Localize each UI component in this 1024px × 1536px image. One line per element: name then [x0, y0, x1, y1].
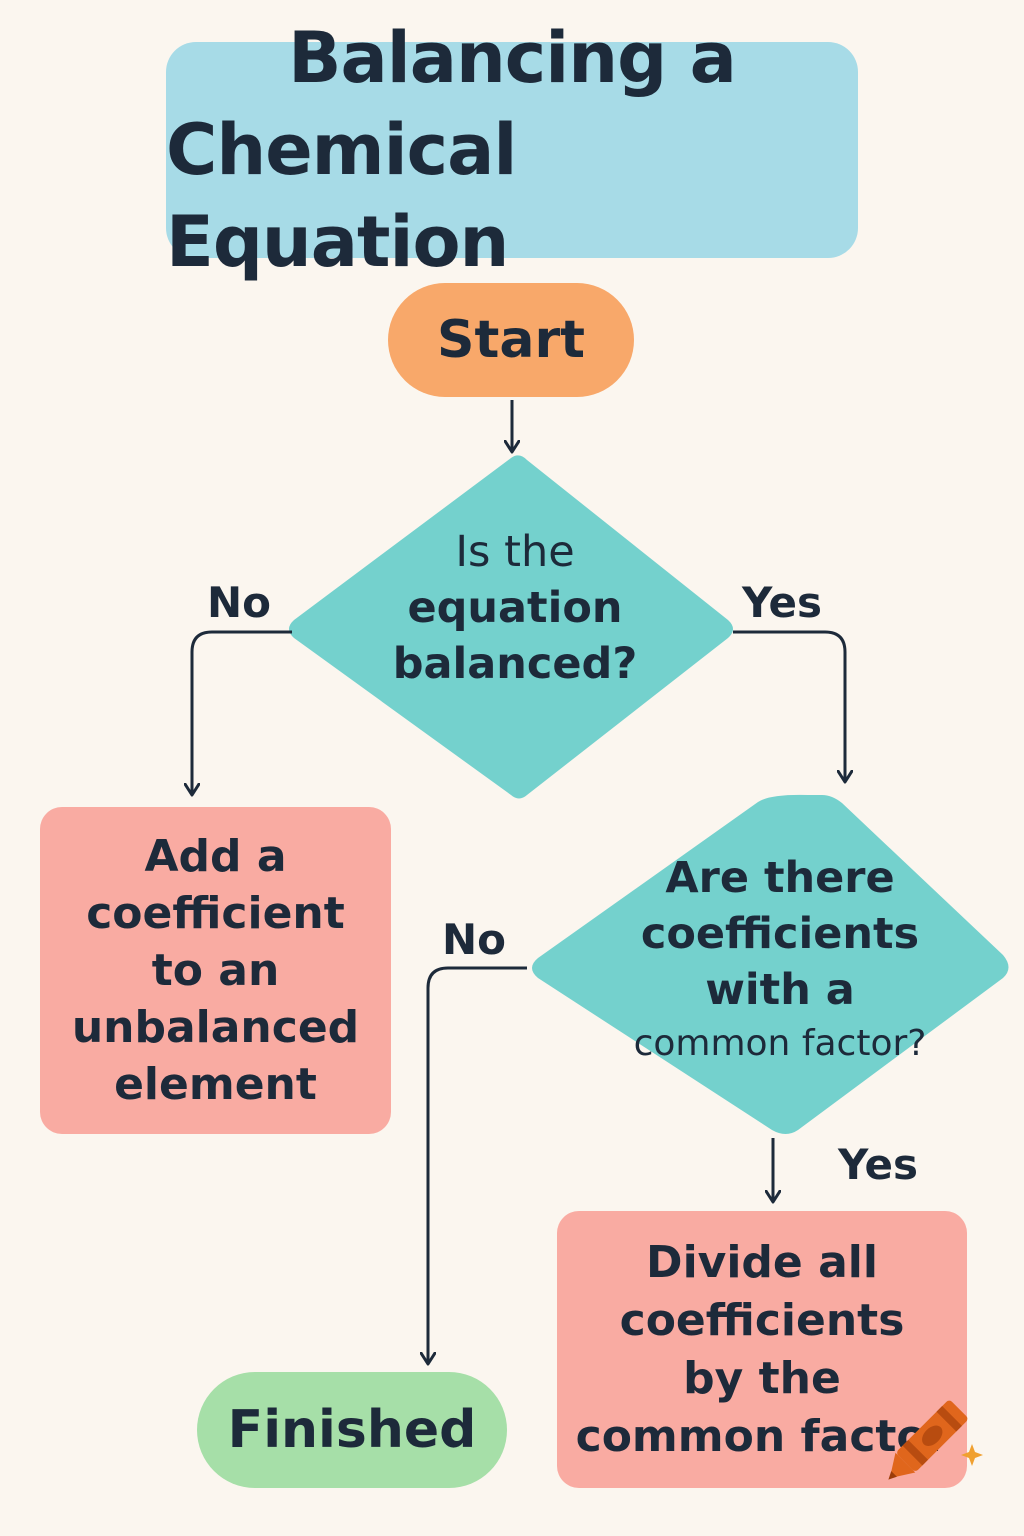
arrow-no-to-finished: [428, 966, 527, 1364]
decision-balanced-line-1: Is the: [455, 527, 575, 577]
decision-common-factor-line-2: coefficients: [640, 909, 920, 959]
divide-line-3: by the: [683, 1352, 841, 1404]
divide-line-1: Divide all: [646, 1236, 878, 1288]
decision-diamond-common-factor: [532, 794, 1009, 1134]
add-coefficient-step: Add a coefficient to an unbalanced eleme…: [40, 807, 391, 1134]
decision-diamond-balanced: [289, 455, 733, 799]
decision-common-factor-text: Are there coefficients with a common fac…: [600, 850, 960, 1070]
decision-common-factor-line-1: Are there: [665, 853, 895, 903]
decision-common-factor-line-3: with a: [705, 965, 855, 1015]
decision-balanced-text: Is the equation balanced?: [355, 524, 675, 692]
decision-common-factor-no-label: No: [442, 915, 507, 964]
divide-coefficients-step: Divide all coefficients by the common fa…: [557, 1211, 967, 1488]
divide-line-2: coefficients: [619, 1294, 905, 1346]
add-coefficient-line-5: element: [114, 1059, 317, 1110]
crayon-icon: [888, 1400, 983, 1480]
add-coefficient-line-2: coefficient: [86, 888, 345, 939]
title-line-2: Chemical Equation: [166, 109, 517, 283]
add-coefficient-line-1: Add a: [144, 831, 287, 882]
title-banner: Balancing a Chemical Equation: [166, 17, 858, 283]
add-coefficient-line-3: to an: [151, 945, 280, 996]
arrow-yes-to-common-factor: [733, 630, 845, 782]
decision-common-factor-line-4: common factor?: [633, 1023, 927, 1064]
decision-balanced-line-2: equation: [407, 583, 623, 633]
decision-common-factor-yes-label: Yes: [838, 1140, 919, 1189]
finished-node: Finished: [197, 1372, 507, 1488]
arrow-no-to-add-coefficient: [192, 630, 292, 795]
title-line-1: Balancing a: [288, 17, 737, 99]
decision-balanced-line-3: balanced?: [392, 639, 638, 689]
decision-balanced-no-label: No: [207, 578, 272, 627]
decision-balanced-yes-label: Yes: [742, 578, 823, 627]
divide-line-4: common factor: [575, 1410, 949, 1462]
add-coefficient-line-4: unbalanced: [71, 1002, 360, 1053]
start-node: Start: [388, 283, 634, 397]
